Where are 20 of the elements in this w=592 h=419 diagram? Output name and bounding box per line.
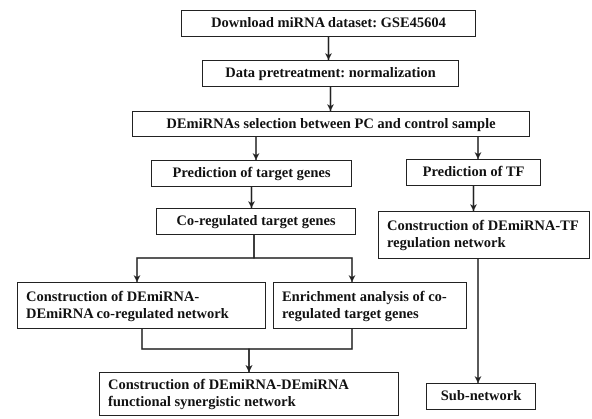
process-box: Enrichment analysis of co-regulated target genes (273, 282, 467, 329)
arrow (246, 329, 353, 372)
arrow (470, 186, 477, 211)
process-box: Download miRNA dataset: GSE45604 (181, 10, 476, 37)
arrow (248, 187, 255, 208)
arrow (474, 137, 482, 159)
arrow (474, 259, 482, 383)
process-box: Construction of DEmiRNA-DEmiRNA co-regulated network (17, 282, 266, 329)
process-box: Construction of DEmiRNA-TF regulation network (378, 211, 590, 259)
process-box: Sub-network (426, 383, 536, 410)
process-box: Prediction of TF (406, 159, 541, 186)
process-box: Data pretreatment: normalization (202, 60, 459, 87)
arrow (327, 87, 334, 111)
process-box: Prediction of target genes (151, 160, 352, 187)
process-box: DEmiRNAs selection between PC and control sample (132, 111, 530, 137)
arrow (252, 137, 260, 160)
arrow (325, 37, 332, 60)
process-box: Co-regulated target genes (156, 208, 356, 235)
arrow (253, 235, 356, 282)
process-box: Construction of DEmiRNA-DEmiRNA functional synergistic network (99, 372, 399, 416)
